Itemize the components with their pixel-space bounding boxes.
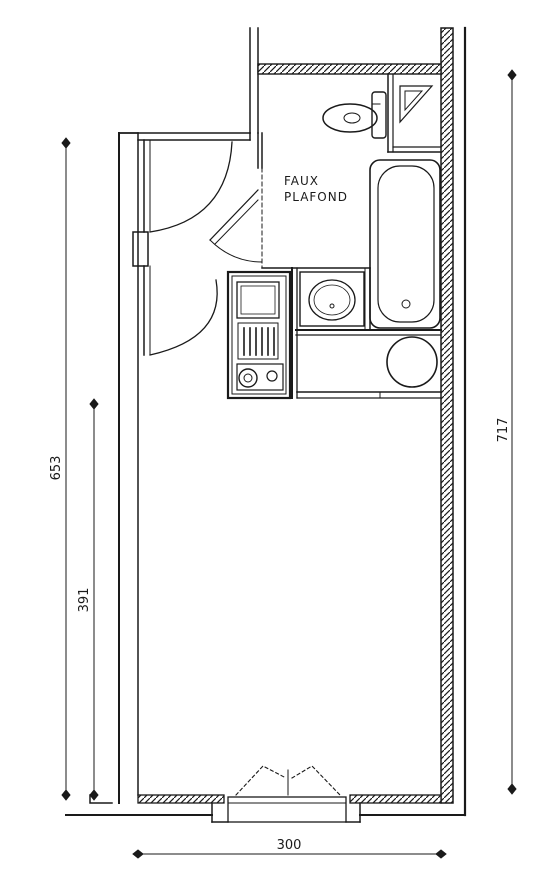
bottom-left-corner-detail — [89, 794, 113, 804]
right-wall-hatched — [440, 27, 454, 804]
dimension-partial-length: 391 — [77, 588, 92, 613]
bathroom-walls — [249, 27, 442, 399]
toilet — [322, 91, 387, 139]
entrance-door — [132, 139, 233, 356]
corner-shelf — [399, 85, 434, 124]
bottom-wall-left-hatched — [137, 794, 225, 804]
ceiling-label-line2: PLAFOND — [284, 190, 348, 204]
kitchenette — [226, 270, 292, 400]
dimension-total-length: 653 — [49, 456, 64, 481]
dimension-width: 300 — [277, 838, 302, 853]
bottom-wall-right-hatched — [349, 794, 442, 804]
washbasin — [299, 271, 365, 327]
window-opening — [211, 765, 361, 823]
dimension-lines — [61, 69, 517, 859]
bathtub — [369, 159, 441, 329]
ceiling-label-line1: FAUX — [284, 174, 319, 188]
dimension-right-length: 717 — [496, 418, 511, 443]
main-room-walls — [65, 26, 467, 817]
bathroom-door — [209, 189, 263, 263]
water-heater — [386, 336, 438, 388]
